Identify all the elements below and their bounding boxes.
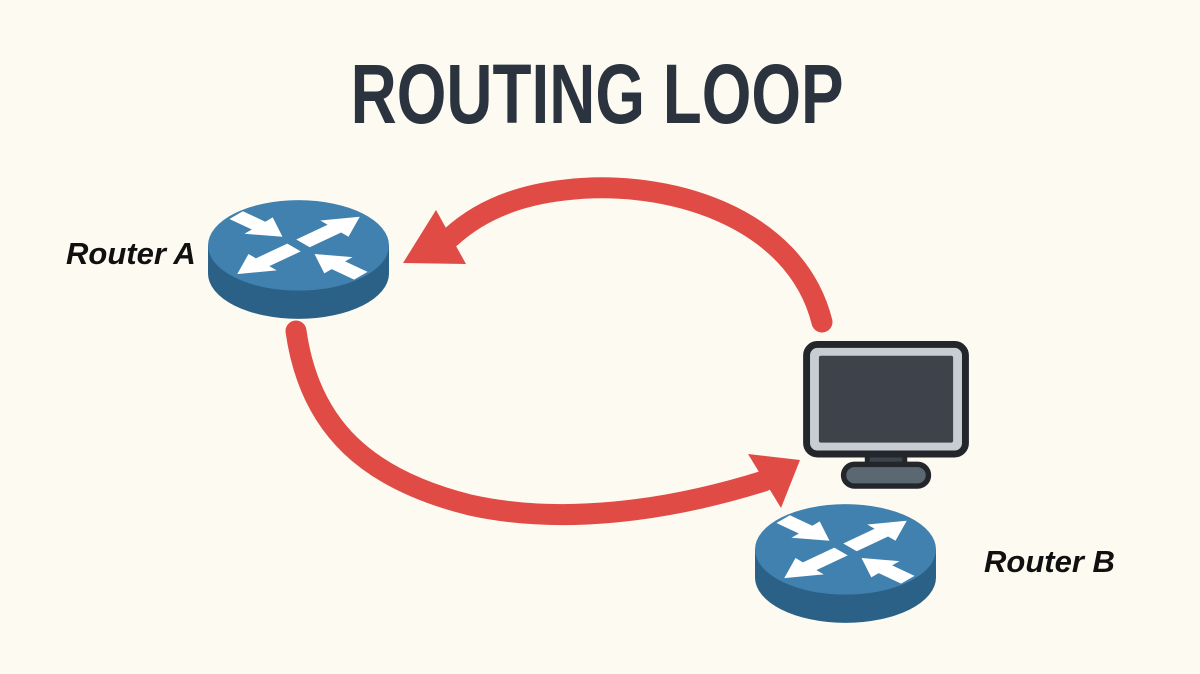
arrow-b-to-a xyxy=(403,177,833,333)
router-b-label: Router B xyxy=(984,544,1115,579)
arrowhead-right-icon xyxy=(748,454,800,508)
computer-monitor-icon xyxy=(803,341,969,489)
arrow-a-to-b xyxy=(285,320,800,526)
router-a-icon xyxy=(208,200,389,319)
router-a-label: Router A xyxy=(66,236,196,271)
page-title: ROUTING LOOP xyxy=(350,47,844,141)
arrowhead-left-icon xyxy=(403,210,466,264)
router-b-icon xyxy=(755,504,936,623)
